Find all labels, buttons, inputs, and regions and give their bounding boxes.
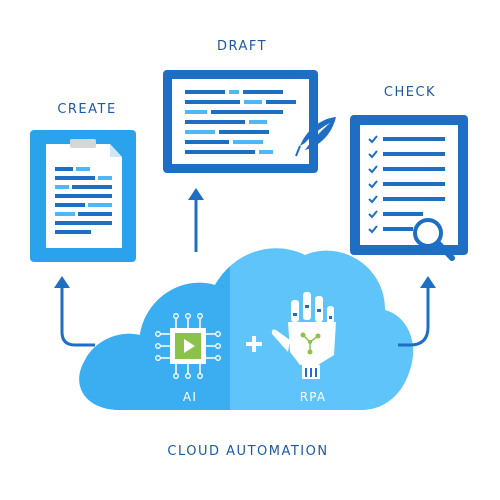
- rpa-label: RPA: [299, 390, 327, 404]
- robotic-hand-icon: [271, 292, 336, 379]
- arrow-to-check: [398, 276, 436, 347]
- cloud-automation-label: CLOUD AUTOMATION: [167, 444, 329, 459]
- checklist-with-magnifier-icon: [350, 115, 468, 261]
- document-icon: [30, 130, 136, 262]
- create-label: CREATE: [57, 102, 117, 117]
- check-label: CHECK: [383, 85, 437, 100]
- draft-label: DRAFT: [216, 39, 268, 54]
- ai-label: AI: [182, 390, 198, 404]
- screen-with-quill-icon: [163, 70, 336, 173]
- cloud-shape: [79, 248, 414, 410]
- chip-with-play-icon: [155, 313, 221, 379]
- plus-sign: [246, 336, 262, 352]
- arrow-to-draft: [188, 188, 204, 252]
- arrow-to-create: [54, 276, 95, 347]
